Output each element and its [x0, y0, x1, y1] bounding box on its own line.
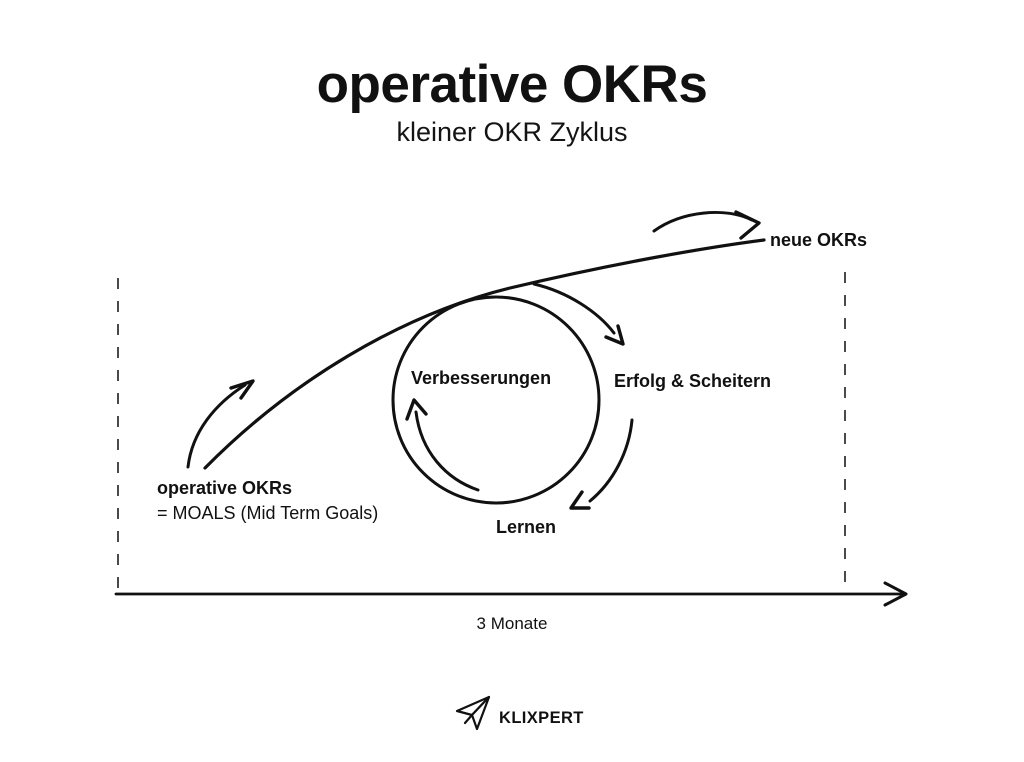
label-success-failure: Erfolg & Scheitern [614, 371, 772, 391]
brand-name: KLIXPERT [499, 708, 584, 727]
improvement-arrow-icon [405, 398, 480, 492]
success-arrow-icon [532, 282, 625, 346]
okr-cycle-circle [391, 295, 601, 505]
label-operative-okrs: operative OKRs [157, 478, 293, 498]
main-flow-curve [203, 238, 766, 470]
new-okrs-arrow-icon [652, 210, 761, 240]
paper-plane-icon [455, 695, 491, 731]
label-new-okrs: neue OKRs [770, 230, 868, 250]
start-arrow-icon [186, 379, 255, 469]
learning-arrow-icon [569, 418, 634, 510]
page-subtitle: kleiner OKR Zyklus [396, 117, 628, 147]
timeline-label: 3 Monate [476, 614, 548, 633]
label-improvements: Verbesserungen [411, 368, 552, 388]
brand-logo: KLIXPERT [451, 691, 584, 735]
label-moals-subtitle: = MOALS (Mid Term Goals) [157, 503, 379, 523]
timeline-arrowhead-icon [883, 581, 908, 607]
label-learning: Lernen [496, 517, 557, 537]
page-title: operative OKRs [316, 55, 708, 114]
